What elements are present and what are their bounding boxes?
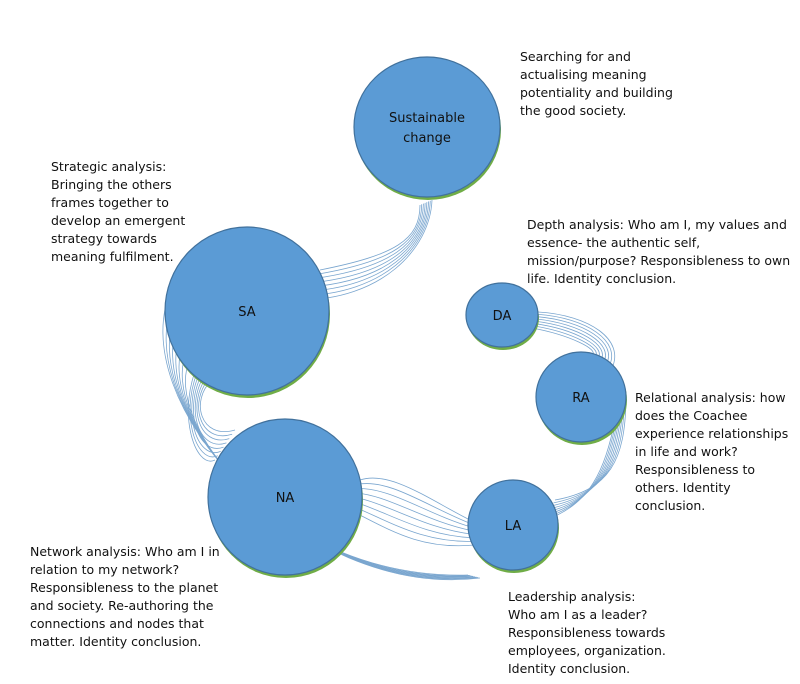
connector-line — [355, 492, 473, 532]
connector-line — [549, 411, 621, 512]
node-sustainable-change: Sustainable change — [353, 56, 501, 200]
sustainable-change-description: Searching for and actualising meaning po… — [520, 49, 673, 118]
node-circle — [465, 282, 539, 348]
node-label: change — [403, 131, 451, 146]
node-label: RA — [572, 391, 590, 406]
node-circle — [353, 56, 501, 198]
connector-line — [544, 419, 616, 521]
node-sa: SA — [164, 226, 330, 398]
connector-line — [311, 202, 426, 284]
connector-line — [535, 318, 606, 363]
connector-line — [193, 368, 224, 449]
connector-line — [357, 488, 472, 528]
connector-line — [553, 402, 625, 504]
connector-line — [533, 323, 600, 359]
connector-line — [198, 376, 233, 437]
connector-line — [546, 417, 617, 518]
connector-line — [359, 477, 471, 521]
connector-line — [189, 362, 219, 458]
node-circle — [164, 226, 330, 396]
connector-line — [302, 200, 431, 297]
node-circle — [535, 351, 627, 443]
node-label: LA — [505, 519, 522, 534]
connector-line — [194, 371, 227, 445]
connector-line — [191, 365, 221, 454]
depth-analysis-description: Depth analysis: Who am I, my values and … — [527, 217, 791, 286]
node-circle — [467, 479, 559, 571]
node-da: DA — [465, 282, 539, 350]
connector-line — [187, 359, 216, 462]
connector-line — [534, 320, 603, 361]
node-label: DA — [493, 309, 512, 324]
connector-line — [352, 501, 474, 539]
connector-line — [349, 509, 476, 547]
connector-line — [554, 399, 627, 501]
node-na: NA — [207, 418, 363, 578]
connector-line — [314, 203, 424, 279]
connector-line — [354, 496, 473, 535]
connector-line — [547, 414, 619, 515]
node-label: Sustainable — [389, 111, 465, 126]
relational-analysis-description: Relational analysis: how does the Coache… — [635, 390, 789, 513]
node-label: NA — [276, 491, 295, 506]
node-circle — [207, 418, 363, 576]
connector-line — [358, 483, 471, 524]
leadership-analysis-description: Leadership analysis: Who am I as a leade… — [508, 589, 666, 676]
connector-line — [351, 505, 475, 542]
connector-line — [308, 202, 428, 288]
connector-line — [537, 311, 616, 369]
node-la: LA — [467, 479, 559, 573]
network-analysis-description: Network analysis: Who am I in relation t… — [30, 544, 220, 649]
connector-bundles — [162, 199, 627, 581]
connector-line — [317, 204, 423, 275]
connector-line — [552, 405, 624, 507]
node-ra: RA — [535, 351, 627, 445]
connector-line — [550, 408, 622, 509]
connector-line — [199, 379, 236, 432]
connector-line — [319, 204, 421, 271]
connector-line — [305, 201, 429, 292]
connector-line — [536, 316, 609, 365]
connector-line — [537, 313, 612, 367]
node-label: SA — [238, 305, 255, 320]
strategic-analysis-description: Strategic analysis: Bringing the others … — [51, 159, 186, 264]
